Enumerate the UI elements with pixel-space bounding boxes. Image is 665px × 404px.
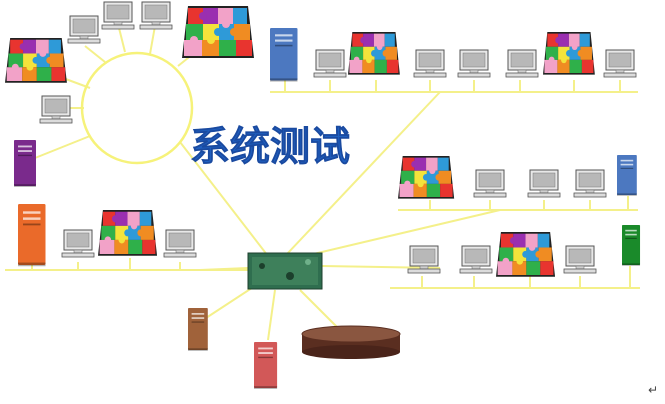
puzzle-icon [182, 6, 254, 58]
storage-disk-icon [301, 325, 401, 359]
monitor-icon [603, 49, 637, 78]
puzzle-icon [398, 156, 455, 199]
monitor-icon [457, 49, 491, 78]
server-tower-icon [270, 28, 298, 82]
network-links [5, 23, 640, 341]
server-tower-icon [622, 225, 641, 266]
monitor-icon [313, 49, 347, 78]
monitor-icon [139, 1, 173, 30]
monitor-icon [527, 169, 561, 198]
monitor-icon [413, 49, 447, 78]
monitor-icon [163, 229, 197, 258]
puzzle-icon [348, 32, 400, 75]
monitor-icon [101, 1, 135, 30]
diagram-title: 系统测试 [190, 124, 350, 170]
server-tower-icon [254, 342, 278, 389]
monitor-icon [407, 245, 441, 274]
monitor-icon [573, 169, 607, 198]
monitor-icon [459, 245, 493, 274]
monitor-icon [39, 95, 73, 124]
ring-network [80, 51, 194, 165]
monitor-icon [61, 229, 95, 258]
server-tower-icon [18, 204, 46, 267]
paragraph-mark: ↵ [648, 383, 658, 397]
puzzle-icon [496, 232, 556, 277]
network-hub-icon [247, 252, 323, 290]
server-tower-icon [188, 308, 208, 351]
monitor-icon [563, 245, 597, 274]
puzzle-icon [98, 210, 158, 256]
monitor-icon [473, 169, 507, 198]
monitor-icon [505, 49, 539, 78]
server-tower-icon [14, 140, 36, 187]
puzzle-icon [543, 32, 595, 75]
puzzle-icon [5, 38, 67, 83]
monitor-icon [67, 15, 101, 44]
server-tower-icon [617, 155, 637, 196]
